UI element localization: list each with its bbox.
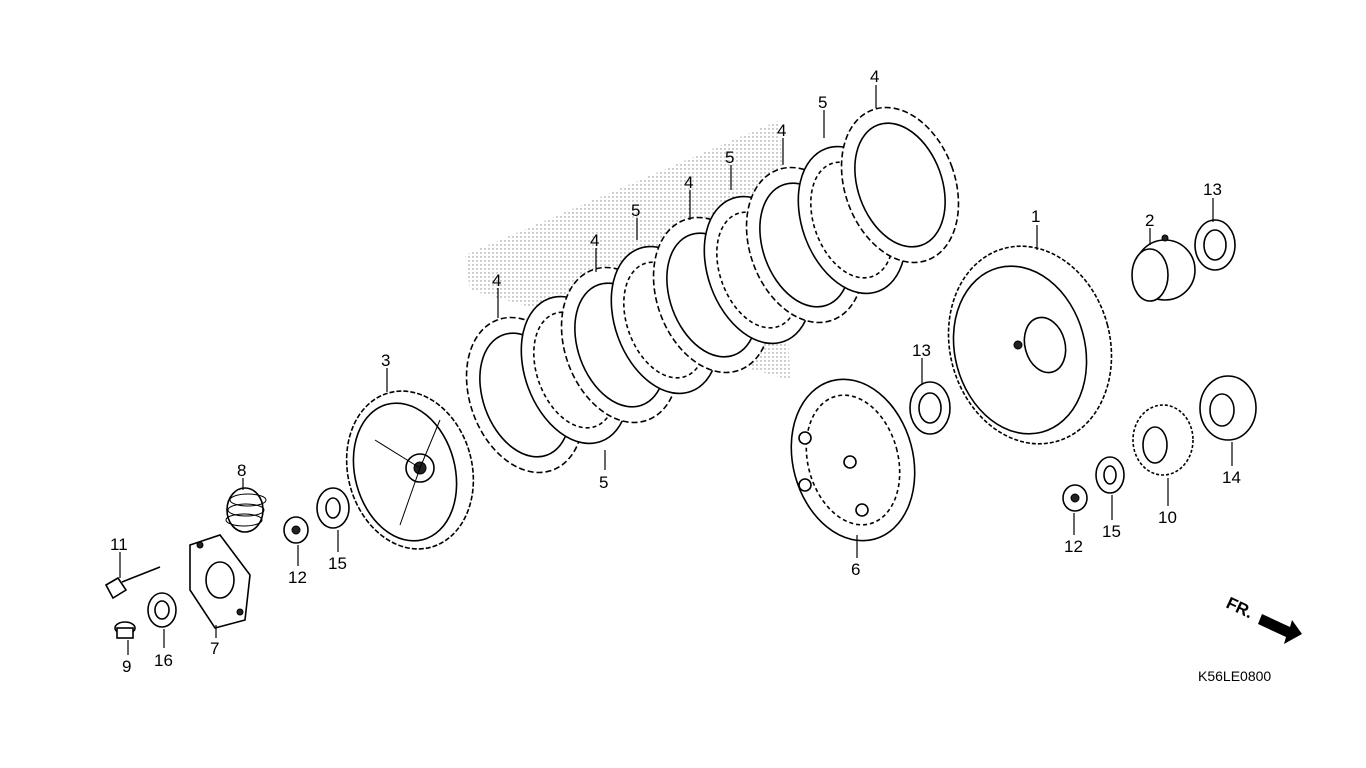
washer-14-part[interactable] bbox=[1199, 375, 1257, 441]
callout-4[interactable]: 4 bbox=[870, 67, 879, 86]
callout-3[interactable]: 3 bbox=[381, 351, 390, 370]
callout-16[interactable]: 16 bbox=[154, 651, 173, 670]
front-arrow-icon bbox=[1258, 614, 1302, 644]
clutch-spring-part[interactable] bbox=[225, 487, 267, 533]
lifter-plate-part[interactable] bbox=[189, 534, 251, 629]
clutch-center-part[interactable] bbox=[329, 377, 490, 564]
clutch-outer-part[interactable] bbox=[927, 228, 1133, 463]
callout-6[interactable]: 6 bbox=[851, 560, 860, 579]
friction-disc-4[interactable] bbox=[821, 91, 979, 279]
callout-10[interactable]: 10 bbox=[1158, 508, 1177, 527]
pressure-plate-part[interactable] bbox=[774, 365, 932, 554]
callout-5[interactable]: 5 bbox=[599, 473, 608, 492]
callout-12[interactable]: 12 bbox=[1064, 537, 1083, 556]
callout-11[interactable]: 11 bbox=[110, 535, 128, 554]
lock-nut-right[interactable] bbox=[1062, 484, 1088, 512]
callout-5[interactable]: 5 bbox=[631, 201, 640, 220]
leader-lines bbox=[119, 85, 1233, 655]
callout-15[interactable]: 15 bbox=[328, 554, 347, 573]
callout-2[interactable]: 2 bbox=[1145, 211, 1154, 230]
clutch-plate-stack bbox=[465, 91, 979, 474]
callout-4[interactable]: 4 bbox=[590, 231, 599, 250]
bearing-part[interactable] bbox=[147, 592, 177, 628]
front-direction-marker: FR. bbox=[1223, 593, 1302, 644]
callout-13[interactable]: 13 bbox=[1203, 180, 1222, 199]
callout-9[interactable]: 9 bbox=[122, 657, 131, 676]
bolt-part[interactable] bbox=[104, 566, 161, 600]
callout-4[interactable]: 4 bbox=[777, 121, 786, 140]
washer-15-right[interactable] bbox=[1095, 456, 1125, 494]
thrust-washer-lower[interactable] bbox=[909, 381, 951, 435]
callout-15[interactable]: 15 bbox=[1102, 522, 1121, 541]
callout-7[interactable]: 7 bbox=[210, 639, 219, 658]
thrust-washer-upper[interactable] bbox=[1194, 219, 1236, 271]
callout-1[interactable]: 1 bbox=[1031, 207, 1040, 226]
callout-12[interactable]: 12 bbox=[288, 568, 307, 587]
collar-part[interactable] bbox=[1131, 234, 1196, 302]
callout-13[interactable]: 13 bbox=[912, 341, 931, 360]
callout-labels: 1 2 3 4 4 4 4 4 5 5 5 5 6 7 8 9 10 11 12… bbox=[110, 67, 1241, 676]
callout-5[interactable]: 5 bbox=[725, 148, 734, 167]
front-label: FR. bbox=[1223, 593, 1256, 622]
washer-15-left[interactable] bbox=[316, 487, 350, 529]
callout-14[interactable]: 14 bbox=[1222, 468, 1241, 487]
callout-4[interactable]: 4 bbox=[492, 271, 501, 290]
lock-nut-left[interactable] bbox=[283, 516, 309, 544]
callout-5[interactable]: 5 bbox=[818, 93, 827, 112]
callout-8[interactable]: 8 bbox=[237, 461, 246, 480]
pin-part[interactable] bbox=[114, 621, 136, 639]
diagram-code: K56LE0800 bbox=[1198, 668, 1271, 684]
callout-4[interactable]: 4 bbox=[684, 173, 693, 192]
gear-10-part[interactable] bbox=[1132, 404, 1194, 476]
